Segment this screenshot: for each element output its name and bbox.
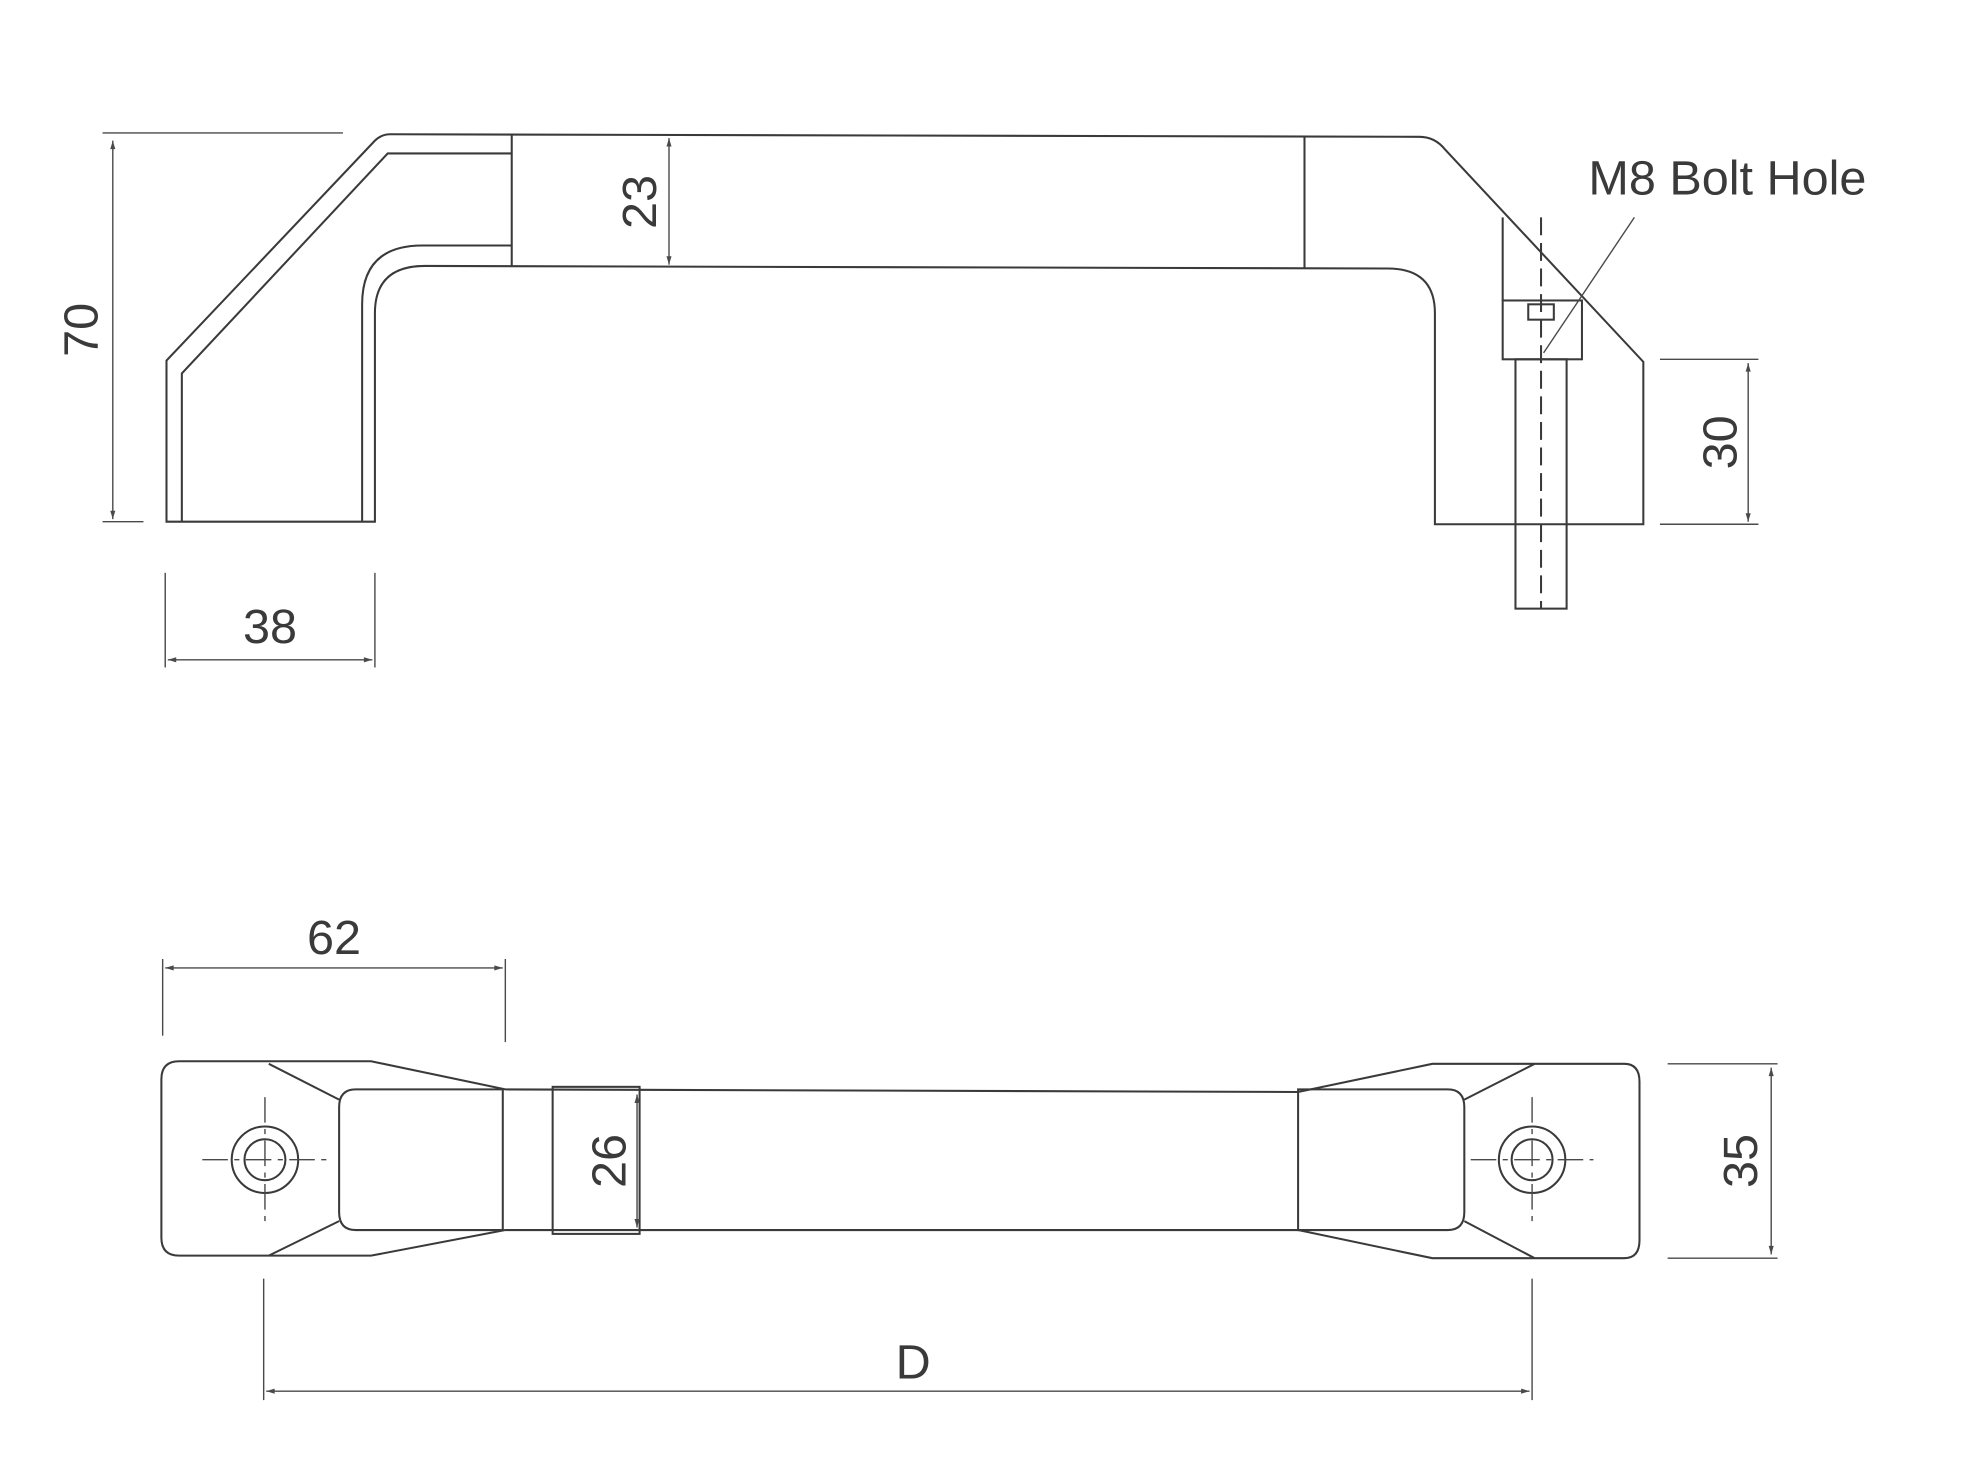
mount-hole-left xyxy=(202,1097,328,1223)
dim-hole-spacing-label: D xyxy=(896,1335,931,1389)
top-view: 62 26 35 D xyxy=(160,911,1778,1401)
mount-hole-right xyxy=(1470,1097,1594,1223)
grip-band xyxy=(551,1085,641,1235)
bolt-hole-callout: M8 Bolt Hole xyxy=(1588,151,1866,205)
bolt xyxy=(1501,217,1583,610)
handle-outer-outline xyxy=(165,133,1645,526)
dim-grip-width-label: 26 xyxy=(583,1134,637,1188)
dim-end-width-label: 35 xyxy=(1714,1134,1768,1188)
handle-top-outline xyxy=(160,1060,1641,1260)
handle-inner-outline xyxy=(180,134,1306,522)
dim-foot-width-label: 38 xyxy=(243,600,297,654)
end-pad-left xyxy=(268,1062,504,1257)
dim-end-length-label: 62 xyxy=(307,911,361,965)
end-pad-right xyxy=(1297,1062,1536,1260)
side-view: 70 23 38 30 M8 Bolt Hole xyxy=(54,132,1866,668)
dim-grip-thickness-label: 23 xyxy=(613,175,667,229)
dim-height-label: 70 xyxy=(54,303,108,357)
dim-bolt-length-label: 30 xyxy=(1694,415,1748,469)
